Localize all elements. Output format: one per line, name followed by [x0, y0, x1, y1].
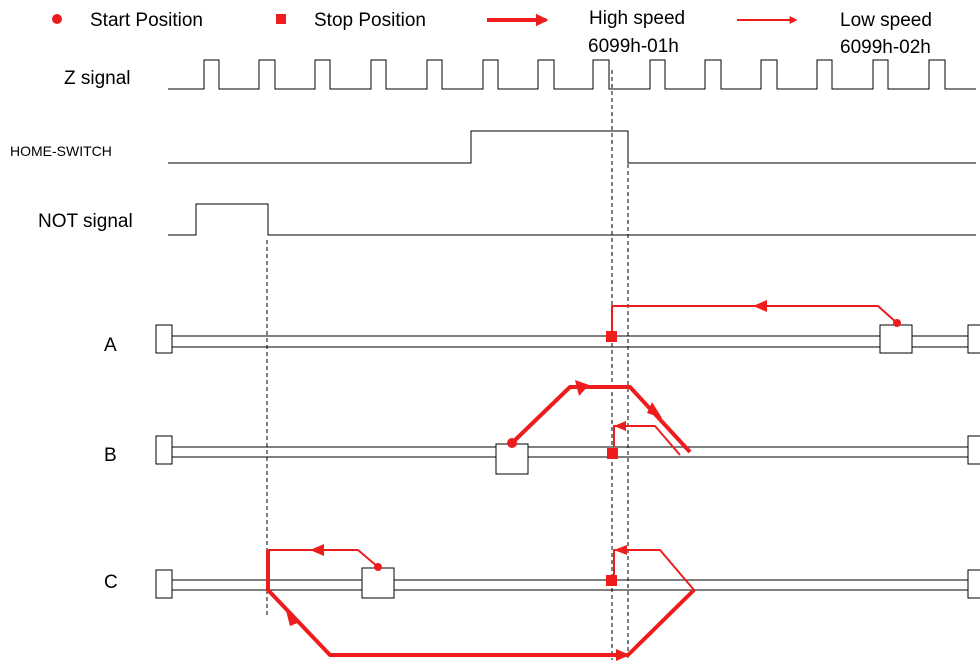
rail-c-left-end-stop	[155, 569, 173, 599]
trajectory-c	[266, 544, 696, 661]
rail-c-right-end-stop	[967, 569, 980, 599]
low-speed-label: Low speed	[840, 10, 932, 31]
rail-b-carriage	[495, 443, 529, 475]
trajectory-b-arrow-icon-2	[647, 402, 662, 418]
case-b-label: B	[104, 445, 117, 466]
trajectory-c-arrow-icon-4	[614, 545, 627, 555]
trajectory-c-low-speed-path-2	[613, 549, 695, 591]
rail-b	[155, 435, 980, 475]
rail-a-right-end-stop	[967, 324, 980, 354]
rail-a	[155, 324, 980, 354]
start-position-icon	[52, 14, 62, 24]
legend: Start Position Stop Position High speed …	[52, 8, 932, 58]
trajectory-c-arrow-icon-1	[310, 544, 324, 556]
trajectory-b-start-icon	[507, 438, 517, 448]
trajectory-b-arrow-icon-3	[614, 421, 626, 431]
z-signal-label: Z signal	[64, 68, 131, 89]
rail-b-right-end-stop	[967, 435, 980, 465]
case-a-label: A	[104, 335, 117, 356]
start-position-label: Start Position	[90, 10, 203, 31]
trajectory-a-arrow-icon	[753, 300, 767, 312]
trajectory-c-arrow-icon-3	[616, 649, 630, 661]
trajectory-a-low-speed-path	[611, 305, 898, 334]
home-switch-label: HOME-SWITCH	[10, 143, 112, 159]
trajectory-c-low-speed-path-1	[268, 549, 379, 568]
trajectory-b-high-speed-path	[510, 385, 692, 454]
rail-c	[155, 567, 980, 599]
trajectory-b-stop-icon	[607, 448, 618, 459]
stop-position-label: Stop Position	[314, 10, 426, 31]
rail-a-left-end-stop	[155, 324, 173, 354]
not-signal-waveform	[168, 203, 976, 236]
trajectory-b	[507, 380, 692, 459]
not-signal-label: NOT signal	[38, 211, 133, 232]
case-c-label: C	[104, 572, 118, 593]
trajectory-b-low-speed-path	[613, 425, 681, 456]
high-speed-code: 6099h-01h	[588, 36, 679, 57]
trajectory-a	[606, 300, 901, 342]
trajectory-b-arrow-icon-1	[575, 380, 589, 396]
low-speed-code: 6099h-02h	[840, 37, 931, 58]
trajectory-a-start-icon	[893, 319, 901, 327]
rail-a-carriage	[879, 324, 913, 354]
z-signal-waveform	[168, 59, 976, 90]
high-speed-label: High speed	[589, 8, 685, 29]
trajectory-a-stop-icon	[606, 331, 617, 342]
trajectory-c-start-icon	[374, 563, 382, 571]
home-switch-waveform	[168, 130, 976, 164]
trajectory-c-high-speed-path	[266, 550, 696, 657]
trajectory-c-stop-icon	[606, 575, 617, 586]
rail-c-carriage	[361, 567, 395, 599]
trajectory-c-arrow-icon-2	[285, 607, 300, 626]
rail-b-left-end-stop	[155, 435, 173, 465]
stop-position-icon	[276, 14, 286, 24]
